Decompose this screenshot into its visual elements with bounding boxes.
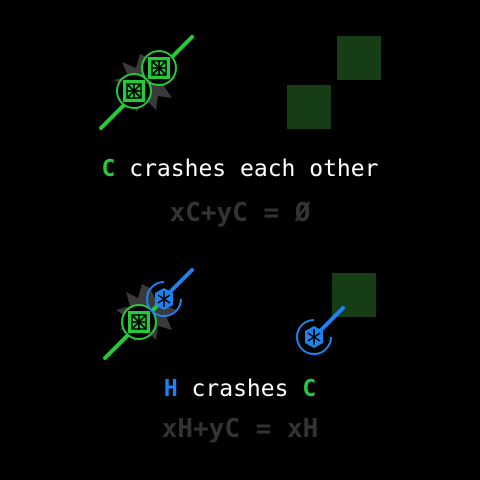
h-unit-icon	[146, 281, 182, 317]
h-symbol: H	[163, 376, 178, 402]
c-unit-icon	[116, 73, 152, 109]
bottom-formula: xH+yC = xH	[161, 414, 319, 444]
h-unit-icon	[296, 319, 332, 355]
floor-tile	[337, 36, 381, 80]
c-unit-icon	[121, 304, 157, 340]
bottom-caption-mid: crashes	[177, 376, 303, 402]
c-symbol: C	[302, 376, 317, 402]
c-symbol: C	[101, 156, 116, 182]
top-caption-text: crashes each other	[115, 156, 379, 182]
top-formula: xC+yC = Ø	[169, 198, 311, 228]
bottom-caption: H crashes C	[0, 376, 480, 402]
floor-tile	[287, 85, 331, 129]
c-unit-icon	[141, 50, 177, 86]
top-caption: C crashes each other	[0, 156, 480, 182]
